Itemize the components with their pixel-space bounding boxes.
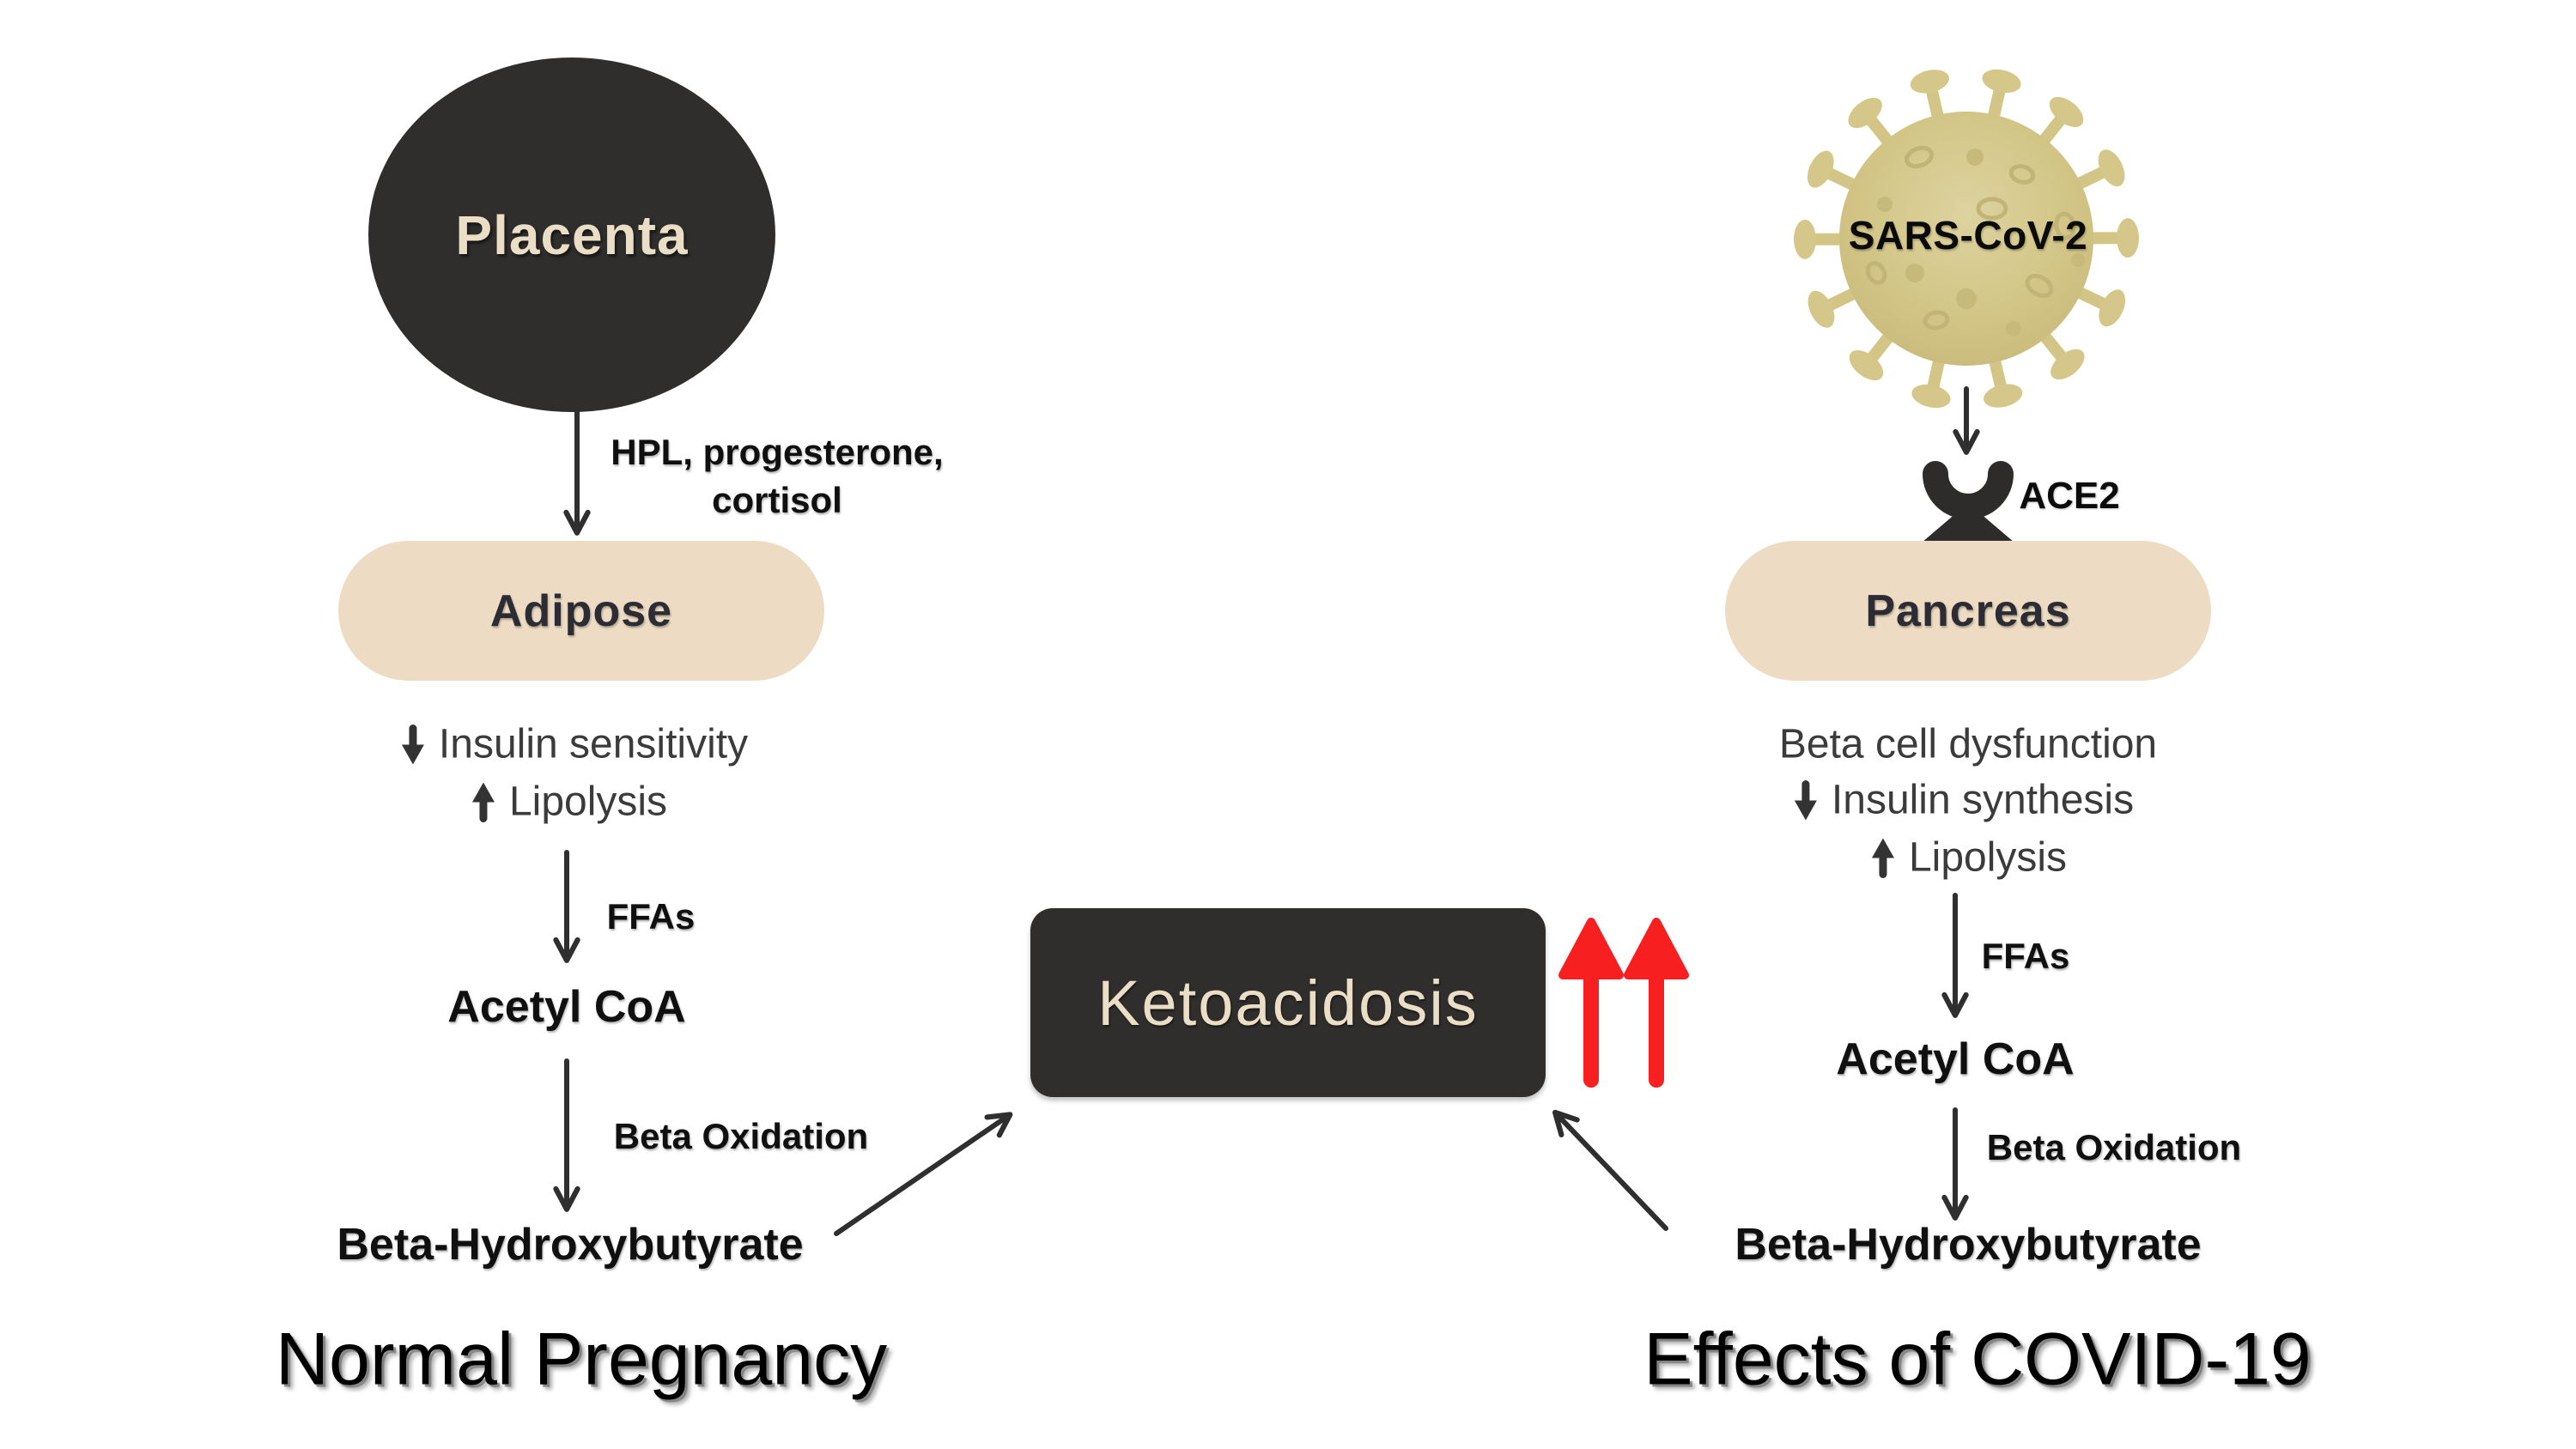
effect-label: Insulin synthesis xyxy=(1831,777,2135,823)
effect-row-insulin-sensitivity: Insulin sensitivity xyxy=(399,721,748,768)
acetyl-coa-label-right: Acetyl CoA xyxy=(1836,1034,2075,1084)
ace2-label: ACE2 xyxy=(2019,475,2120,517)
red-up-arrow xyxy=(1558,918,1624,1088)
adipose-node: Adipose xyxy=(338,541,824,681)
hormones-label-line1: HPL, progesterone, xyxy=(611,432,944,472)
arrow-bhb-right-to-keto xyxy=(1552,1109,1668,1231)
left-section-title: Normal Pregnancy xyxy=(275,1318,888,1401)
decrease-arrow-icon xyxy=(1794,779,1817,820)
effect-row-beta-cell: Beta cell dysfunction xyxy=(1779,721,2157,768)
effect-label: Beta cell dysfunction xyxy=(1778,721,2158,767)
bhb-label-right: Beta-Hydroxybutyrate xyxy=(1735,1220,2202,1270)
pancreas-label: Pancreas xyxy=(1865,585,2071,636)
ffas-label-right: FFAs xyxy=(1981,936,2070,976)
sars-cov-2-label: SARS-CoV-2 xyxy=(1848,213,2088,258)
sars-cov-2-virus-icon xyxy=(1794,69,2139,409)
pancreas-node: Pancreas xyxy=(1725,541,2211,681)
beta-oxidation-label-left: Beta Oxidation xyxy=(613,1116,869,1156)
placenta-label: Placenta xyxy=(455,203,689,266)
ffas-label-left: FFAs xyxy=(606,896,696,937)
increase-arrow-icon xyxy=(1871,838,1894,878)
increase-arrow-icon xyxy=(471,782,495,822)
adipose-label: Adipose xyxy=(489,585,673,636)
effect-label: Lipolysis xyxy=(1908,834,2068,881)
ketoacidosis-label: Ketoacidosis xyxy=(1097,967,1479,1039)
bhb-label-left: Beta-Hydroxybutyrate xyxy=(337,1220,804,1270)
red-increase-arrows xyxy=(1558,918,1689,1088)
red-up-arrow xyxy=(1624,918,1689,1088)
virus-texture xyxy=(1865,145,2076,330)
hormones-label-line2: cortisol xyxy=(712,480,842,520)
effect-label: Lipolysis xyxy=(508,779,668,825)
right-section-title: Effects of COVID-19 xyxy=(1643,1318,2312,1401)
ketoacidosis-node: Ketoacidosis xyxy=(1030,908,1546,1097)
decrease-arrow-icon xyxy=(401,724,424,764)
placenta-node: Placenta xyxy=(368,58,775,412)
effect-row-lipolysis-left: Lipolysis xyxy=(470,779,667,826)
beta-oxidation-label-right: Beta Oxidation xyxy=(1986,1127,2242,1167)
virus-texture-dots xyxy=(1877,149,2085,336)
virus-body xyxy=(1839,112,2093,366)
arrow-bhb-left-to-keto xyxy=(834,1112,1013,1236)
ace2-receptor-icon xyxy=(1922,461,2014,543)
effect-row-insulin-synthesis: Insulin synthesis xyxy=(1792,777,2134,824)
effect-row-lipolysis-right: Lipolysis xyxy=(1869,834,2067,882)
pathway-arrows xyxy=(553,386,1980,1236)
acetyl-coa-label-left: Acetyl CoA xyxy=(447,982,686,1032)
effect-label: Insulin sensitivity xyxy=(438,721,749,767)
